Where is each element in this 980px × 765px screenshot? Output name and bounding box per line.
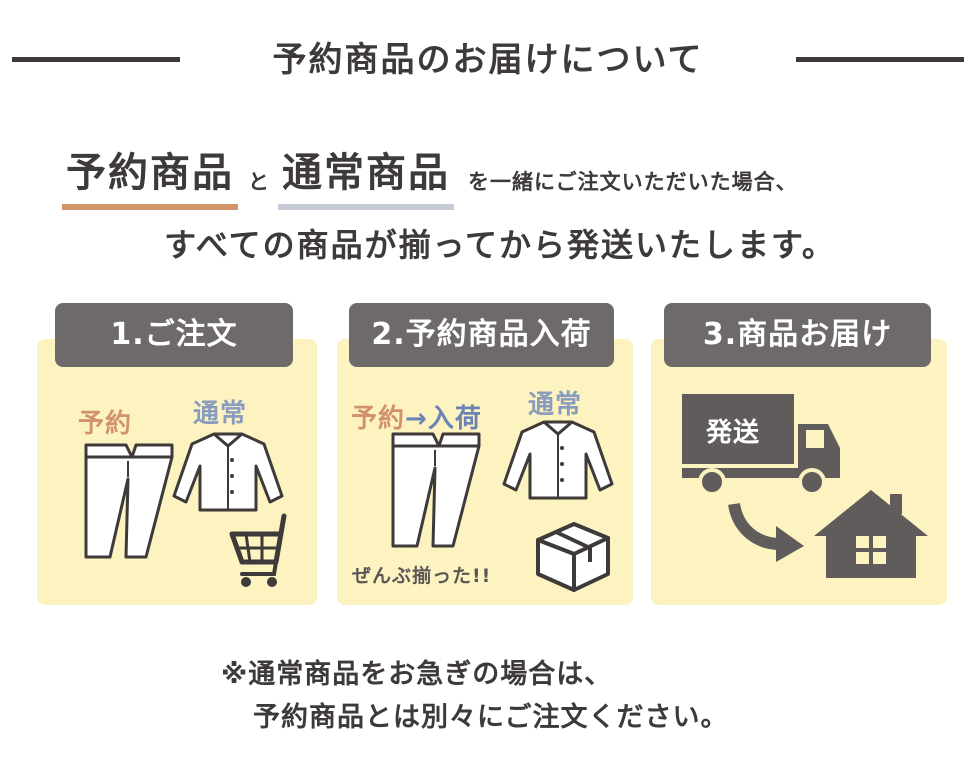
- intro-regular-text: 通常商品: [278, 140, 454, 210]
- box-icon: [536, 522, 610, 592]
- pants-icon: [391, 432, 481, 548]
- step-3-title: 3.商品お届け: [664, 303, 931, 367]
- intro-line-1: 予約商品と通常商品を一緒にご注文いただいた場合、: [62, 140, 798, 210]
- note-line-2: 予約商品とは別々にご注文ください。: [253, 702, 729, 733]
- step-2-label-arrived: 入荷: [427, 404, 482, 434]
- step-1-title: 1.ご注文: [55, 303, 293, 367]
- house-icon: [814, 490, 928, 578]
- heading-rule-right: [796, 57, 964, 62]
- step-2-title: 2.予約商品入荷: [349, 303, 614, 367]
- intro-rest-text: を一緒にご注文いただいた場合、: [468, 170, 798, 194]
- truck-icon: [682, 394, 840, 496]
- step-1-label-regular: 通常: [193, 399, 248, 429]
- intro-reserved-text: 予約商品: [62, 140, 238, 210]
- note-line-1: ※通常商品をお急ぎの場合は、: [221, 659, 613, 690]
- intro-connector: と: [248, 170, 270, 194]
- intro-line-2: すべての商品が揃ってから発送いたします。: [164, 226, 836, 264]
- shirt-icon: [502, 420, 614, 500]
- truck-label: 発送: [706, 418, 761, 448]
- step-2-label-reserved-text: 予約: [351, 404, 406, 434]
- curved-arrow-icon: [728, 502, 804, 562]
- shirt-icon: [172, 432, 284, 512]
- step-1-label-reserved: 予約: [78, 409, 133, 439]
- pants-icon: [84, 443, 174, 559]
- page-title: 予約商品のお届けについて: [272, 40, 704, 80]
- heading-rule-left: [12, 57, 180, 62]
- step-2-label-reserved: 予約→入荷: [351, 398, 482, 435]
- step-2-label-arrow: →: [405, 404, 428, 434]
- shopping-cart-icon: [229, 513, 287, 587]
- step-2-caption: ぜんぶ揃った!!: [352, 565, 492, 587]
- step-2-label-regular: 通常: [528, 390, 583, 420]
